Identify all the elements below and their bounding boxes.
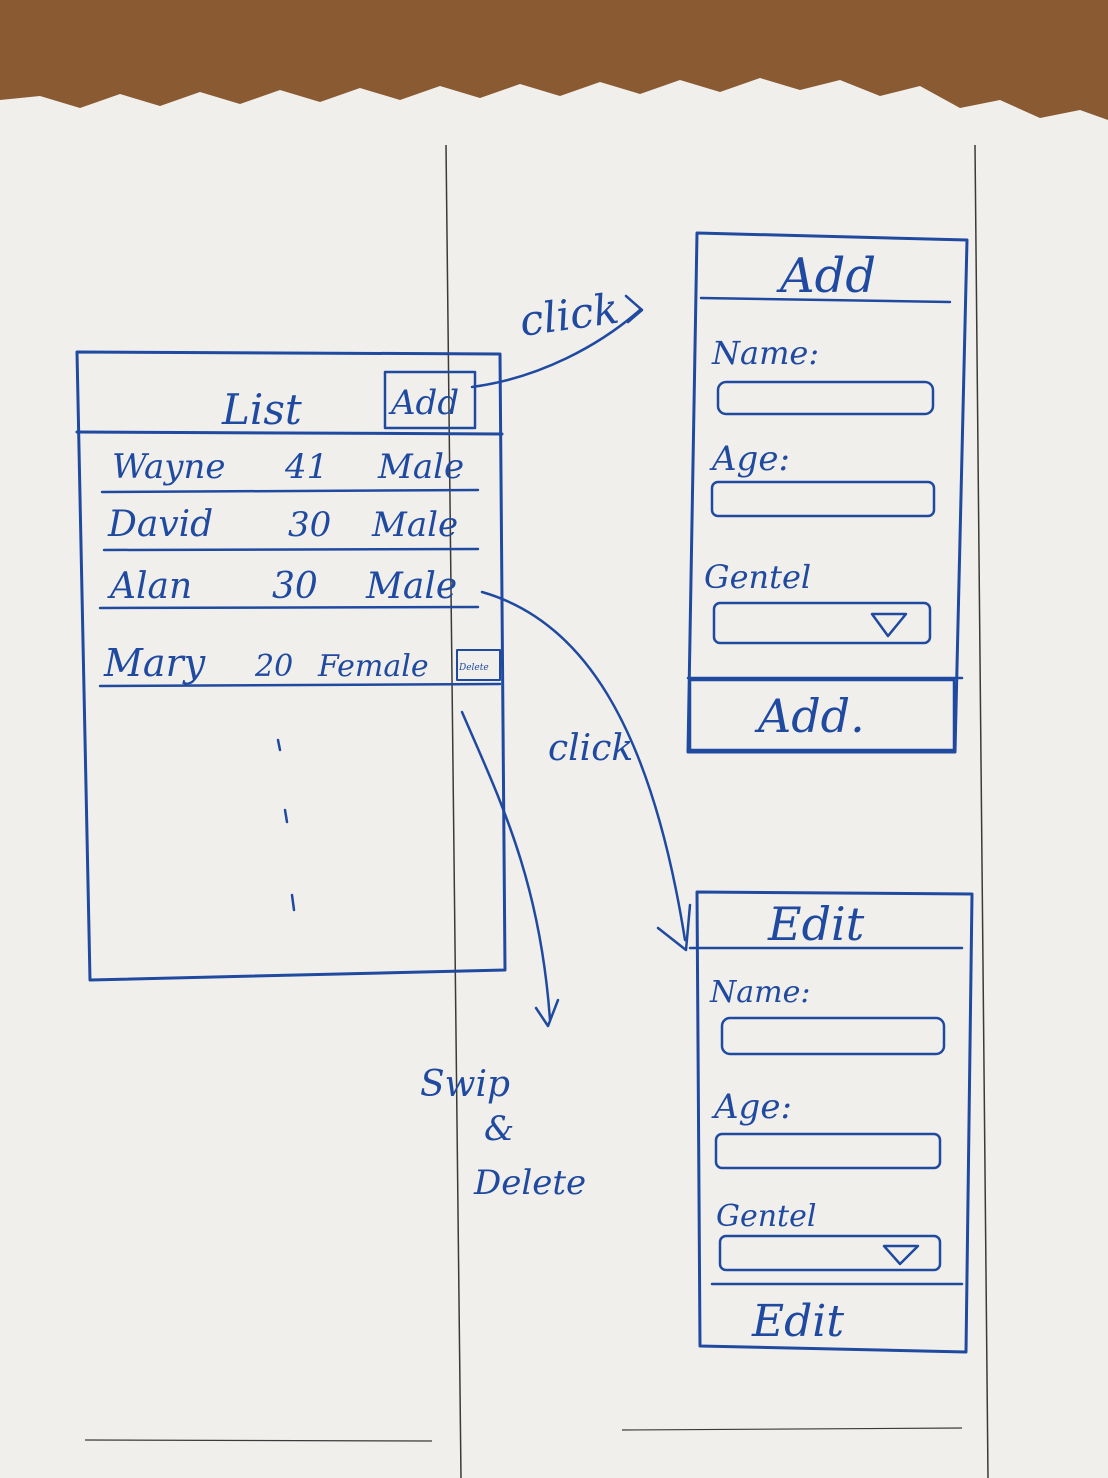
chevron-down-icon — [870, 612, 908, 638]
arrow-to-add — [470, 294, 644, 389]
row-age: 30 — [288, 505, 331, 545]
add-header-divider — [699, 296, 952, 304]
list-header-divider — [75, 430, 504, 436]
list-more-rows-dots — [276, 738, 296, 912]
edit-screen: Edit Name: Age: Gentel Edit — [688, 890, 974, 1354]
add-gender-label: Gentel — [704, 558, 811, 596]
row-divider — [98, 605, 480, 610]
list-title: List — [221, 385, 302, 434]
add-screen: Add Name: Age: Gentel Add. — [686, 231, 969, 754]
page-rule-bottom-left — [84, 1439, 433, 1442]
add-submit-button-label: Add. — [754, 689, 865, 743]
list-add-button-label: Add — [388, 383, 459, 423]
swipe-label-line2: & — [484, 1109, 514, 1149]
list-row[interactable]: Wayne 41 Male — [100, 447, 480, 494]
arrow-to-edit — [480, 590, 692, 952]
edit-gender-label: Gentel — [716, 1199, 816, 1234]
list-add-button[interactable] — [383, 370, 477, 430]
row-delete-button[interactable] — [456, 649, 501, 681]
add-age-label: Age: — [709, 439, 790, 479]
swipe-label-line3: Delete — [473, 1163, 586, 1203]
row-delete-button-label: Delete — [458, 663, 489, 673]
row-name: Alan — [107, 566, 192, 607]
add-name-label: Name: — [711, 334, 819, 372]
page-rule-right — [974, 144, 989, 1478]
paper-sheet — [0, 78, 1108, 1478]
row-name: Wayne — [112, 447, 226, 487]
row-divider — [98, 682, 502, 688]
list-screen: List Add Wayne 41 Male David 30 Male Ala… — [75, 350, 507, 982]
add-submit-button[interactable] — [688, 678, 956, 752]
row-name: Mary — [103, 641, 206, 685]
click-label-edit: click — [548, 728, 633, 769]
edit-age-input[interactable] — [714, 1132, 942, 1170]
row-age: 30 — [272, 566, 318, 607]
swipe-label-line1: Swip — [420, 1064, 510, 1105]
edit-screen-title: Edit — [767, 897, 865, 951]
edit-screen-frame — [695, 890, 974, 1354]
add-name-input[interactable] — [716, 380, 935, 416]
row-gender: Male — [365, 566, 457, 607]
row-age: 20 — [254, 649, 293, 684]
row-name: David — [107, 504, 213, 545]
list-row[interactable]: Mary 20 Female Delete — [98, 641, 502, 688]
row-gender: Male — [371, 505, 458, 545]
row-gender: Female — [317, 649, 429, 684]
edit-name-label: Name: — [709, 975, 810, 1010]
list-row[interactable]: Alan 30 Male — [98, 566, 480, 610]
edit-gender-select[interactable] — [718, 1234, 942, 1272]
add-screen-title: Add — [776, 248, 876, 304]
row-gender: Male — [377, 447, 464, 487]
row-age: 41 — [284, 447, 328, 487]
row-divider — [102, 547, 480, 552]
add-gender-select[interactable] — [712, 601, 932, 645]
row-divider — [100, 488, 480, 494]
list-row[interactable]: David 30 Male — [102, 504, 480, 552]
edit-age-label: Age: — [711, 1087, 792, 1127]
page-rule-left — [445, 144, 462, 1478]
chevron-down-icon — [882, 1244, 920, 1266]
edit-submit-button-label[interactable]: Edit — [751, 1296, 844, 1347]
list-screen-frame — [75, 350, 507, 982]
flow-arrows: click click Swip & Delete — [420, 284, 692, 1203]
add-screen-frame — [686, 231, 969, 754]
arrow-swipe-delete — [460, 710, 560, 1028]
edit-name-input[interactable] — [720, 1016, 946, 1056]
page-rule-bottom-right — [621, 1427, 963, 1431]
add-age-input[interactable] — [710, 480, 936, 518]
